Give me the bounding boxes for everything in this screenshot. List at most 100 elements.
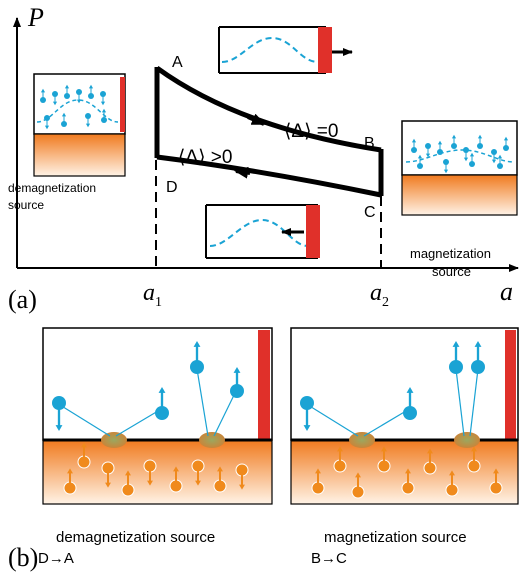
inset-particles-left <box>40 84 107 130</box>
magnetic-moment-glyph <box>467 446 481 473</box>
cycle-bottom-curve <box>156 154 382 198</box>
magnetic-moment-glyph <box>169 466 183 493</box>
panel-b: (b) demagnetization source D→A <box>8 327 519 572</box>
electron-glyph <box>190 341 204 374</box>
panel-a: P a (a) a1 a2 A B C D ⟨Δ⟩ =0 ⟨Δ⟩ >0 <box>8 3 519 314</box>
electron-glyph <box>230 367 244 398</box>
y-axis-label: P <box>27 3 44 32</box>
electron-glyph <box>417 154 423 169</box>
magnetic-moment-glyph <box>235 463 249 490</box>
magnetic-moment-glyph <box>489 468 503 495</box>
cycle-arrow-top <box>247 113 266 126</box>
box-magnetization: magnetization source B→C <box>290 327 519 567</box>
transition-d-to-a: D→A <box>38 550 74 567</box>
magnetic-moment-glyph <box>445 470 459 497</box>
electron-glyph <box>411 138 417 153</box>
magnetic-moment-glyph <box>351 472 365 499</box>
electron-glyph <box>471 341 485 374</box>
electron-glyph <box>425 143 431 158</box>
box-demagnetization: demagnetization source D→A <box>38 327 273 567</box>
electron-glyph <box>497 154 503 169</box>
electron-glyph <box>451 134 457 149</box>
magnetic-moment-glyph <box>121 470 135 497</box>
panel-a-label: (a) <box>8 285 37 314</box>
point-label-c: C <box>364 204 376 221</box>
electron-glyph <box>437 140 443 155</box>
label-delta-positive: ⟨Δ⟩ >0 <box>178 147 232 168</box>
point-label-a: A <box>172 54 183 71</box>
electron-glyph <box>403 387 417 420</box>
cylinder-compressing <box>205 204 320 259</box>
surface-spot-2 <box>199 432 225 448</box>
electron-glyph <box>40 88 46 103</box>
cycle-arrow-bottom <box>234 166 251 179</box>
tick-label-a2: a2 <box>370 280 389 310</box>
source-left-box <box>42 439 273 505</box>
piston-right-box <box>505 330 516 440</box>
wave-function-right-inset <box>405 149 515 163</box>
electron-glyph <box>76 89 82 104</box>
surface-spot-1 <box>101 432 127 448</box>
left-source-line1: demagnetization <box>8 181 96 195</box>
magnetic-moment-glyph <box>213 466 227 493</box>
inset-demagnetization-source: demagnetization source <box>8 73 126 212</box>
tick-label-a1: a1 <box>143 280 162 310</box>
magnetic-moment-glyph <box>423 448 437 475</box>
electron-glyph <box>463 147 469 162</box>
particles-left-box <box>52 341 249 497</box>
inset-magnetization-source: magnetization source <box>401 120 518 279</box>
cylinder-expanding <box>218 26 353 74</box>
surface-spot-4 <box>454 432 480 448</box>
piston-left-box <box>258 330 270 440</box>
cycle-top-curve <box>155 65 382 153</box>
panel-b-label: (b) <box>8 543 38 572</box>
electron-glyph <box>52 91 58 106</box>
electron-glyph <box>101 108 107 123</box>
right-source-line2: source <box>432 264 471 279</box>
wave-function-bottom <box>209 218 309 247</box>
electron-glyph <box>44 115 50 130</box>
piston-bottom <box>306 205 320 258</box>
magnetic-moment-glyph <box>101 461 115 488</box>
source-right-box <box>290 439 519 505</box>
caption-demagnetization: demagnetization source <box>56 529 215 546</box>
magnetic-moment-glyph <box>63 468 77 495</box>
caption-magnetization: magnetization source <box>324 529 467 546</box>
surface-spot-3 <box>349 432 375 448</box>
electron-glyph <box>449 341 463 374</box>
electron-glyph <box>52 396 66 431</box>
electron-glyph <box>155 387 169 420</box>
magnetic-moment-glyph <box>143 459 157 486</box>
electron-glyph <box>300 396 314 431</box>
transition-b-to-c: B→C <box>311 550 347 567</box>
scatter-lines-left <box>59 368 237 437</box>
point-label-b: B <box>364 135 375 152</box>
electron-glyph <box>503 136 509 151</box>
label-delta-zero: ⟨Δ⟩ =0 <box>284 121 338 142</box>
magnetic-moment-glyph <box>377 446 391 473</box>
electron-glyph <box>491 149 497 164</box>
magnetic-moment-glyph <box>333 446 347 473</box>
point-label-d: D <box>166 179 178 196</box>
electron-glyph <box>100 91 106 106</box>
magnetic-moment-glyph <box>77 442 91 469</box>
magnetic-moment-glyph <box>191 459 205 486</box>
scatter-lines-right <box>307 368 479 437</box>
left-source-line2: source <box>8 198 44 212</box>
electron-glyph <box>61 112 67 127</box>
right-source-line1: magnetization <box>410 246 491 261</box>
electron-glyph <box>443 159 449 174</box>
electron-glyph <box>469 152 475 167</box>
particles-right-box <box>300 341 503 499</box>
magnetic-moment-glyph <box>401 468 415 495</box>
inset-particles-right <box>411 134 509 174</box>
electron-glyph <box>88 84 94 99</box>
electron-glyph <box>64 84 70 99</box>
wave-function-top <box>221 36 319 63</box>
electron-glyph <box>85 113 91 128</box>
piston-top <box>318 27 332 73</box>
magnetic-moment-glyph <box>311 468 325 495</box>
x-axis-label: a <box>500 277 513 306</box>
electron-glyph <box>477 134 483 149</box>
